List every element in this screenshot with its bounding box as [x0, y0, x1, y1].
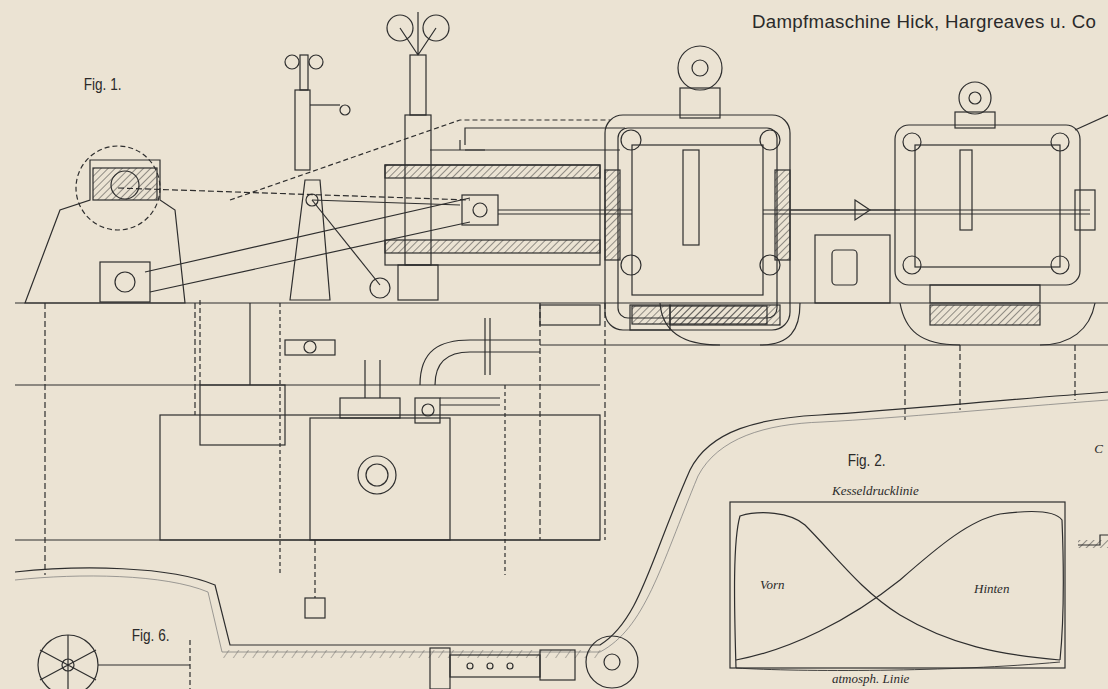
line-label: Kesseldrucklinie — [830, 484, 921, 498]
figure-label: Fig. 6. — [130, 627, 171, 645]
figure-label: Fig. 1. — [82, 76, 123, 94]
figure-label: Fig. 2. — [846, 452, 887, 470]
sheet-title: Dampfmaschine Hick, Hargreaves u. Co — [750, 12, 1098, 33]
curve-label: Vorn — [758, 578, 787, 592]
line-label: atmosph. Linie — [830, 672, 911, 686]
curve-label: Hinten — [972, 582, 1011, 596]
callout-letter: C — [1092, 442, 1105, 456]
